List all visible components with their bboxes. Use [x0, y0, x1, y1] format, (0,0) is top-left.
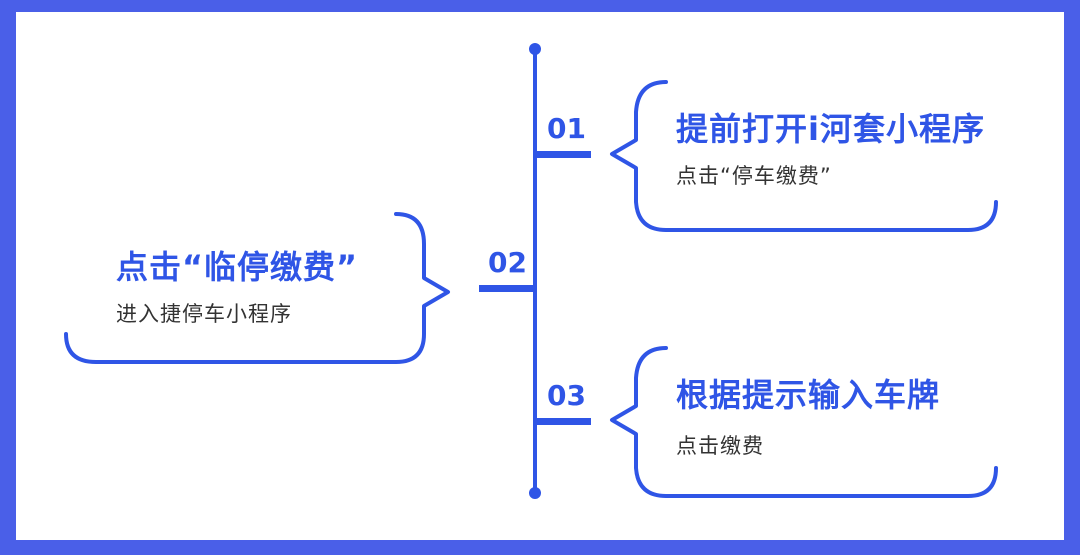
step-03-description: 点击缴费: [676, 434, 764, 458]
timeline-graphics: [64, 43, 998, 499]
step-02-description: 进入捷停车小程序: [116, 302, 292, 326]
timeline-top-dot: [529, 43, 541, 55]
step-01-description: 点击“停车缴费”: [676, 164, 832, 188]
step-03-number: 03: [547, 379, 586, 412]
step-01-number: 01: [547, 112, 586, 145]
step-02-number: 02: [488, 246, 527, 279]
step-02-bubble: [64, 212, 450, 364]
diagram-panel: 01 提前打开i河套小程序 点击“停车缴费” 02 点击“临停缴费” 进入捷停车…: [16, 12, 1064, 540]
step-01-bubble: [610, 80, 998, 232]
step-03-marker: [535, 418, 591, 425]
step-01-marker: [535, 151, 591, 158]
step-03-bubble: [610, 346, 998, 498]
step-01-title: 提前打开i河套小程序: [676, 110, 985, 148]
step-02-marker: [479, 285, 535, 292]
step-02-title: 点击“临停缴费”: [116, 248, 359, 286]
step-03-title: 根据提示输入车牌: [676, 376, 941, 414]
timeline-bottom-dot: [529, 487, 541, 499]
